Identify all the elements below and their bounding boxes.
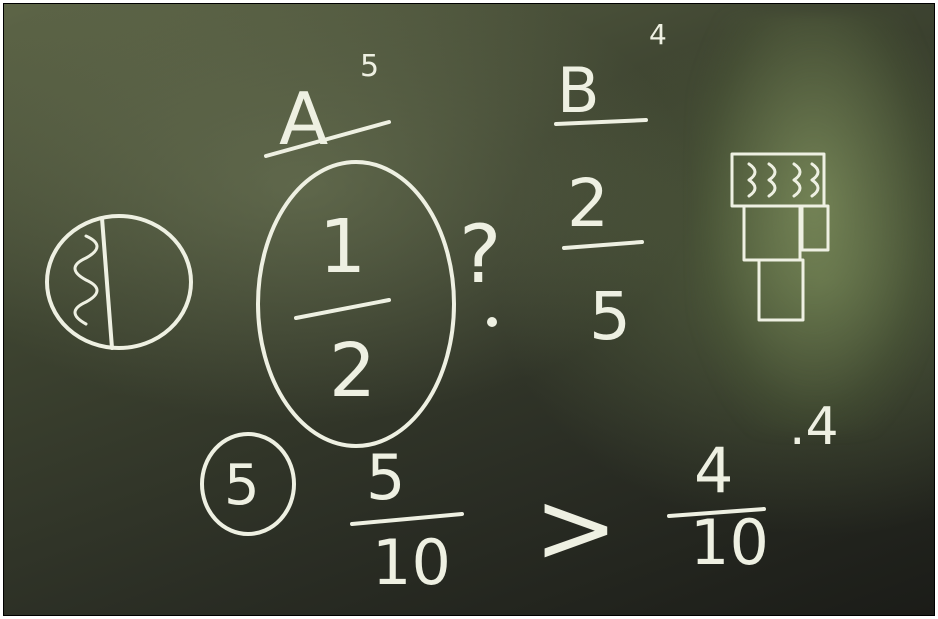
erased-smudge: [694, 14, 934, 434]
bottom-right-bar: [667, 507, 766, 518]
fraction-circle: [256, 160, 456, 448]
bottom-left-bar: [350, 512, 464, 526]
shaded-circle: [45, 214, 193, 350]
fraction-a-bar: [294, 298, 391, 320]
decimal-point-four: .4: [789, 397, 839, 457]
bottom-right-denominator: 10: [690, 506, 769, 579]
photo-frame: A 5 B 4 1 2 ? 2 5 .4: [3, 3, 935, 616]
bottom-left-numerator: 5: [366, 441, 405, 514]
fraction-b-denominator: 5: [589, 278, 631, 355]
fraction-a-denominator: 2: [329, 328, 376, 414]
underline-b: [554, 118, 648, 126]
label-b: B: [557, 54, 600, 127]
fraction-a-numerator: 1: [319, 204, 366, 290]
question-dot: [487, 317, 497, 327]
circled-number-ring: [200, 432, 296, 536]
stacked-boxes-drawing: [730, 152, 830, 322]
circle-wavy-shading: [73, 234, 99, 326]
question-mark: ?: [459, 208, 501, 301]
fraction-b-bar: [562, 240, 644, 250]
circle-divider: [100, 216, 114, 350]
underline-a: [264, 120, 391, 158]
label-b-superscript: 4: [649, 18, 667, 51]
comparison-symbol: >: [534, 469, 618, 586]
chalk-drawing: A 5 B 4 1 2 ? 2 5 .4: [45, 18, 839, 599]
bottom-left-denominator: 10: [372, 526, 451, 599]
label-a-superscript: 5: [360, 49, 379, 84]
fraction-b-numerator: 2: [567, 165, 609, 242]
bottom-right-numerator: 4: [694, 434, 733, 507]
circled-number: 5: [224, 453, 260, 518]
